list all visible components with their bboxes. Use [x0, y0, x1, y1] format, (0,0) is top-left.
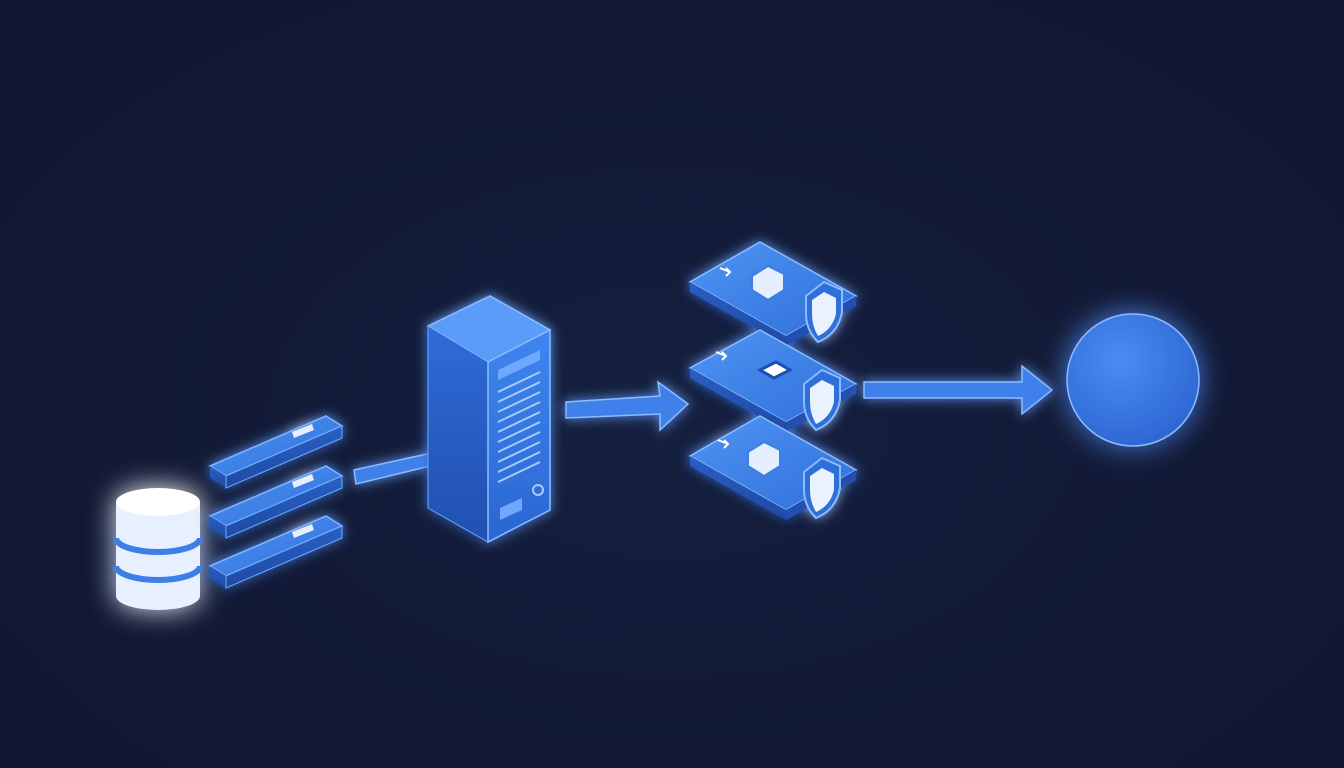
secured-packet: [688, 415, 858, 520]
secured-packet: [688, 329, 858, 432]
secured-packet: [688, 241, 858, 346]
shielded-packet-icon: [688, 241, 858, 520]
record-card: [208, 515, 344, 589]
record-stack-icon: [208, 415, 344, 589]
power-button-icon: [532, 484, 544, 496]
shield-icon: [803, 456, 841, 520]
record-card: [208, 415, 344, 489]
database-icon: [113, 488, 203, 610]
shield-icon: [805, 280, 843, 344]
arrow-server-to-packets: [565, 380, 690, 432]
circle-endpoint-icon: [1066, 313, 1200, 447]
server-vents: [497, 350, 541, 483]
arrow-packets-to-destination: [863, 364, 1054, 416]
shield-icon: [803, 368, 841, 432]
record-card: [208, 465, 344, 539]
server-tower-icon: [426, 295, 552, 544]
